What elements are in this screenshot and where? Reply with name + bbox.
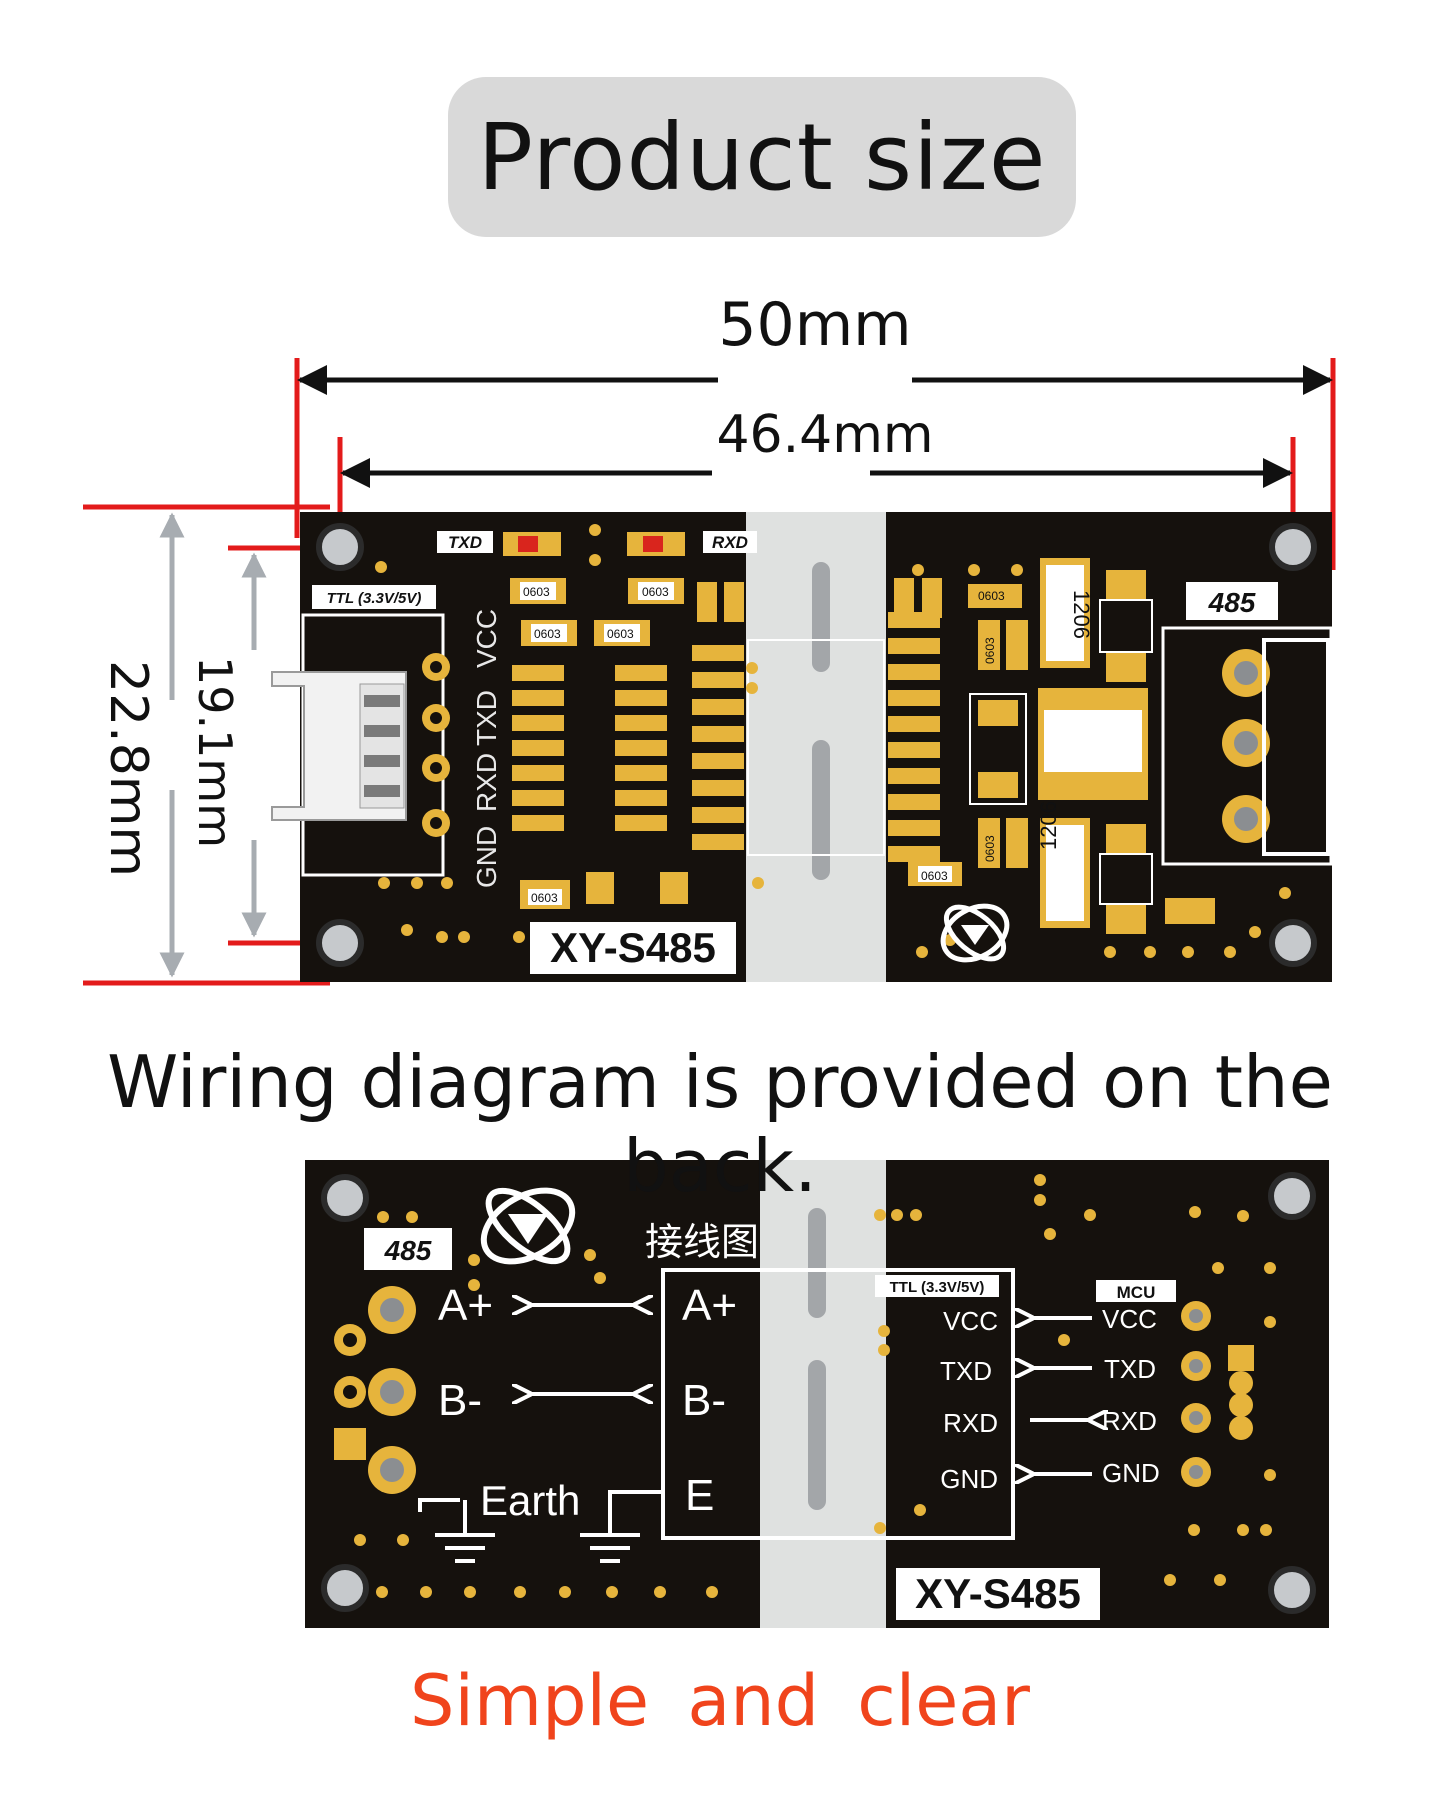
back-terminal-b-minus: B- — [438, 1376, 482, 1425]
box-pin-txd: TXD — [940, 1356, 992, 1386]
diagram-title: 接线图 — [645, 1220, 759, 1264]
led-txd-label: TXD — [448, 533, 482, 552]
back-brand-logo-icon — [480, 1187, 576, 1265]
back-model-label: XY-S485 — [915, 1570, 1081, 1617]
component-label: 0603 — [978, 589, 1005, 603]
component-1206-label: 1206 — [1069, 590, 1094, 639]
front-pin-gnd: GND — [471, 826, 502, 888]
back-port-label: 485 — [384, 1235, 432, 1266]
component-label: 0603 — [983, 637, 997, 664]
component-label: 0603 — [607, 627, 634, 641]
front-port-label: 485 — [1208, 587, 1256, 618]
back-terminal-a-plus: A+ — [438, 1281, 493, 1330]
width-inner-label: 46.4mm — [716, 405, 934, 465]
box-pin-vcc: VCC — [943, 1306, 998, 1336]
component-label: 0603 — [642, 585, 669, 599]
mounting-holes — [316, 523, 1317, 967]
back-ttl-header-label: TTL (3.3V/5V) — [890, 1279, 985, 1296]
front-pin-txd: TXD — [471, 690, 502, 746]
mcu-pin-txd: TXD — [1104, 1354, 1156, 1384]
brand-logo-icon — [940, 903, 1010, 963]
front-pin-vcc: VCC — [471, 609, 502, 668]
mcu-pin-vcc: VCC — [1102, 1304, 1157, 1334]
led-rxd-label: RXD — [712, 533, 748, 552]
mcu-pin-gnd: GND — [1102, 1458, 1160, 1488]
wiring-note: Wiring diagram is provided on the back. — [107, 1040, 1333, 1208]
page-title: Product size — [477, 103, 1047, 211]
mcu-header-label: MCU — [1117, 1283, 1156, 1302]
component-label: 0603 — [983, 835, 997, 862]
front-board: XY-S485 — [271, 512, 1333, 982]
component-label: 0603 — [523, 585, 550, 599]
box-pin-rxd: RXD — [943, 1408, 998, 1438]
earth-label: Earth — [480, 1477, 580, 1524]
box-b-minus: B- — [682, 1376, 726, 1425]
box-earth: E — [685, 1471, 714, 1520]
title-pill: Product size — [448, 77, 1076, 237]
footer-tagline: Simple and clear — [410, 1660, 1030, 1742]
mcu-pin-rxd: RXD — [1102, 1406, 1157, 1436]
component-label: 0603 — [534, 627, 561, 641]
height-dimension-lines — [83, 504, 330, 986]
box-pin-gnd: GND — [940, 1464, 998, 1494]
box-a-plus: A+ — [682, 1281, 737, 1330]
width-outer-label: 50mm — [718, 290, 912, 360]
front-pin-rxd: RXD — [471, 753, 502, 812]
back-board — [305, 1160, 1329, 1628]
component-1206-label: 1206 — [1036, 801, 1061, 850]
component-label: 0603 — [531, 891, 558, 905]
front-model-label: XY-S485 — [550, 924, 716, 971]
front-ttl-header-label: TTL (3.3V/5V) — [327, 590, 422, 607]
component-label: 0603 — [921, 869, 948, 883]
